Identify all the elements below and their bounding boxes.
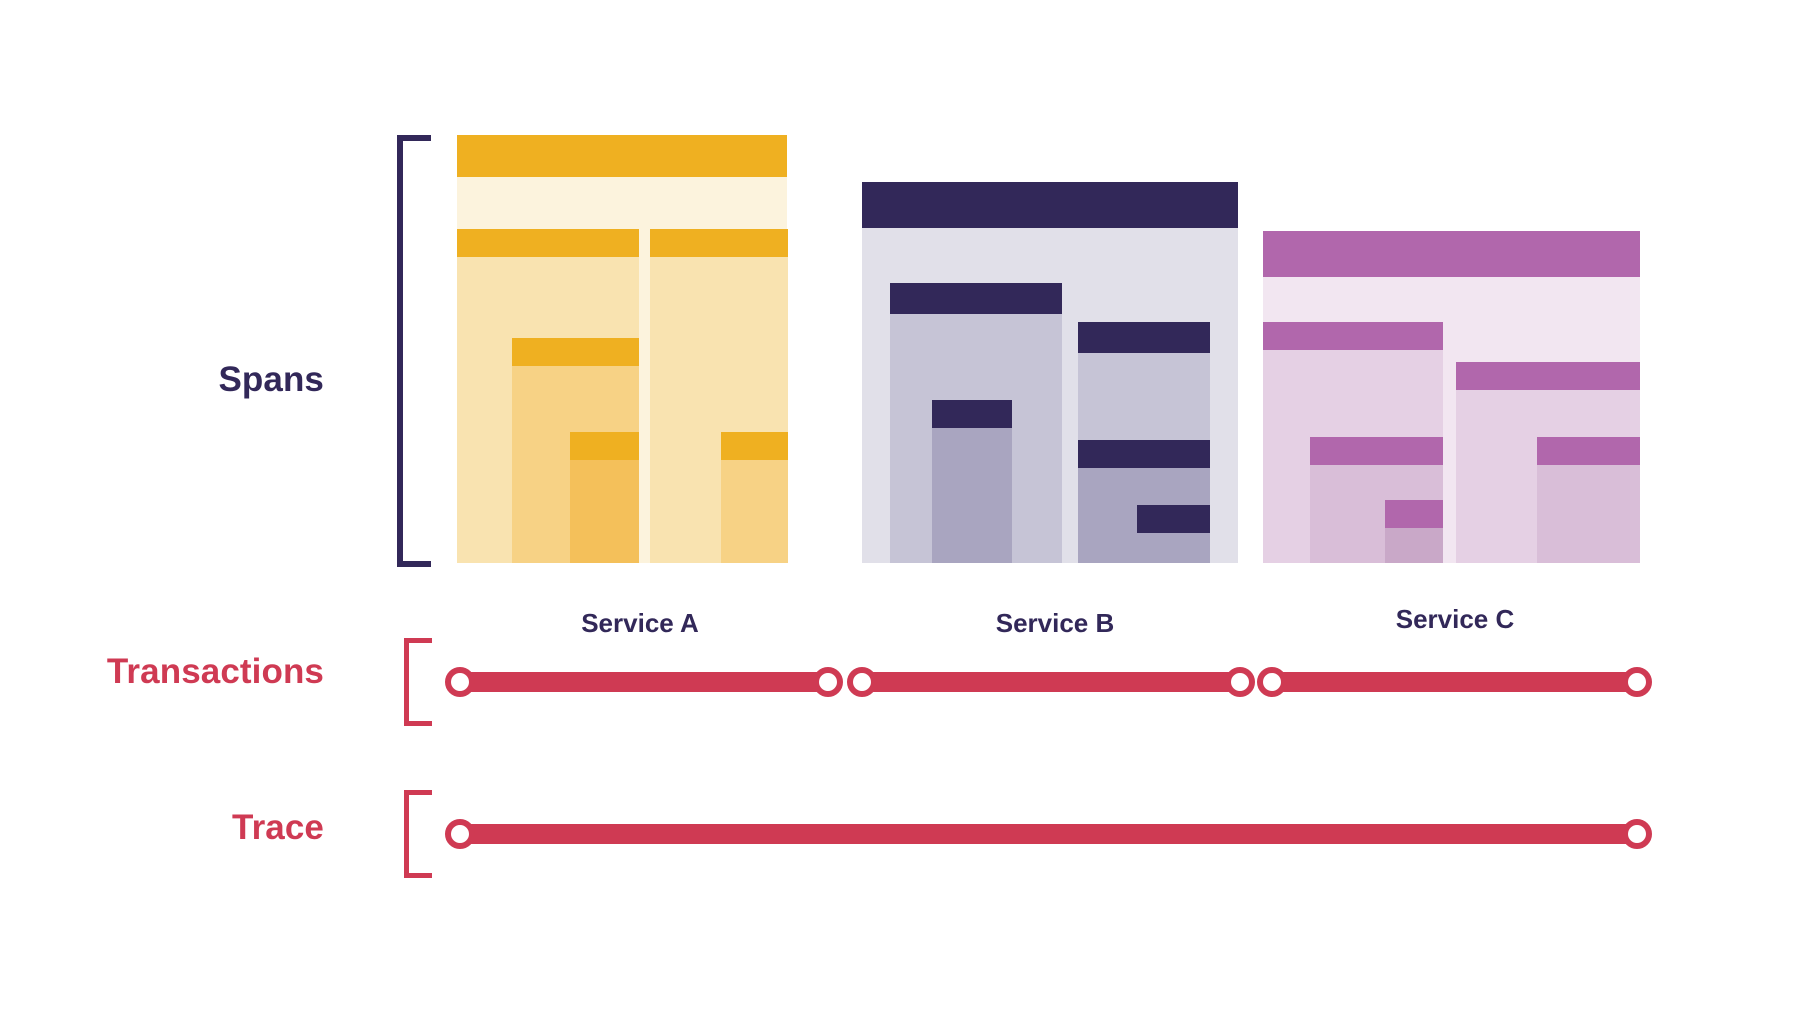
- transaction-line-3: [1272, 672, 1637, 692]
- span-bar-b-leaf-1: [932, 400, 1012, 563]
- trace-node-1-start[interactable]: [445, 819, 475, 849]
- trace-node-1-end[interactable]: [1622, 819, 1652, 849]
- span-head-a-child-2: [650, 229, 788, 257]
- span-head-b-leaf-2: [1078, 440, 1210, 468]
- transaction-node-1-end[interactable]: [813, 667, 843, 697]
- service-caption-service-c: Service C: [1395, 604, 1515, 634]
- span-bar-b-leaf-3: [1137, 505, 1210, 563]
- spans-chart: [457, 135, 1640, 563]
- span-head-a-leaf-3: [721, 432, 788, 460]
- trace-row-label: Trace: [232, 808, 324, 847]
- service-caption-service-b: Service B: [995, 608, 1115, 638]
- transactions-row-label: Transactions: [106, 652, 324, 691]
- span-head-b-child-1: [890, 283, 1062, 314]
- span-head-a-leaf-2: [570, 432, 639, 460]
- transaction-node-2-end[interactable]: [1225, 667, 1255, 697]
- trace-bracket: [404, 790, 432, 878]
- span-bar-a-leaf-3: [721, 432, 788, 563]
- span-head-c-leaf-2: [1537, 437, 1640, 465]
- transaction-line-2: [862, 672, 1240, 692]
- span-head-c-leaf-1: [1310, 437, 1443, 465]
- span-bar-c-leaf-3: [1385, 500, 1443, 563]
- spans-bracket: [397, 135, 431, 567]
- service-caption-service-a: Service A: [581, 608, 699, 638]
- span-head-a-child-1: [457, 229, 639, 257]
- span-head-b-root: [862, 182, 1238, 228]
- transaction-node-3-end[interactable]: [1622, 667, 1652, 697]
- span-head-c-leaf-3: [1385, 500, 1443, 528]
- span-head-b-child-2: [1078, 322, 1210, 353]
- span-head-a-leaf-1: [512, 338, 639, 366]
- transaction-line-1: [460, 672, 828, 692]
- span-bar-a-leaf-2: [570, 432, 639, 563]
- transaction-node-3-start[interactable]: [1257, 667, 1287, 697]
- span-head-c-child-2: [1456, 362, 1640, 390]
- span-head-a-root: [457, 135, 787, 177]
- trace-line-1: [460, 824, 1637, 844]
- span-head-b-leaf-3: [1137, 505, 1210, 533]
- span-head-b-leaf-1: [932, 400, 1012, 428]
- span-head-c-child-1: [1263, 322, 1443, 350]
- transaction-node-1-start[interactable]: [445, 667, 475, 697]
- transaction-node-2-start[interactable]: [847, 667, 877, 697]
- span-head-c-root: [1263, 231, 1640, 277]
- spans-row-label: Spans: [218, 360, 324, 399]
- span-bar-c-leaf-2: [1537, 437, 1640, 563]
- transactions-bracket: [404, 638, 432, 726]
